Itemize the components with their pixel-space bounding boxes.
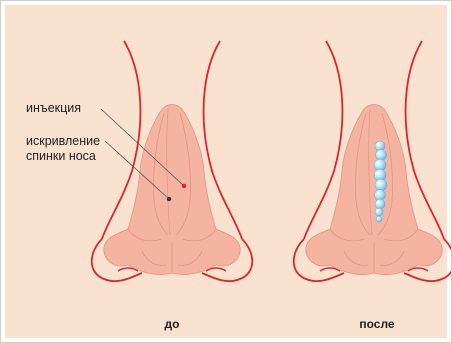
nose-after [294,41,451,281]
caption-after: после [337,317,417,331]
label-injection: инъекция [26,101,81,115]
label-deviation-line1: искривление [26,134,100,148]
nose-before [92,41,253,281]
caption-before: до [132,317,212,331]
label-deviation-line2: спинки носа [26,149,96,163]
